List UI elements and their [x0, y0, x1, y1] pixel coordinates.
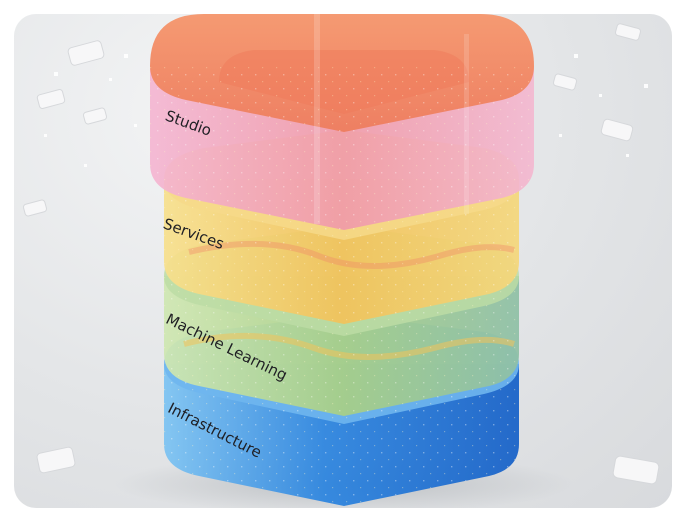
layer-stack-illustration	[22, 14, 660, 508]
background-tiles	[22, 23, 660, 485]
image-frame: Studio Services Machine Learning Infrast…	[14, 14, 672, 508]
studio-layer	[150, 14, 534, 230]
